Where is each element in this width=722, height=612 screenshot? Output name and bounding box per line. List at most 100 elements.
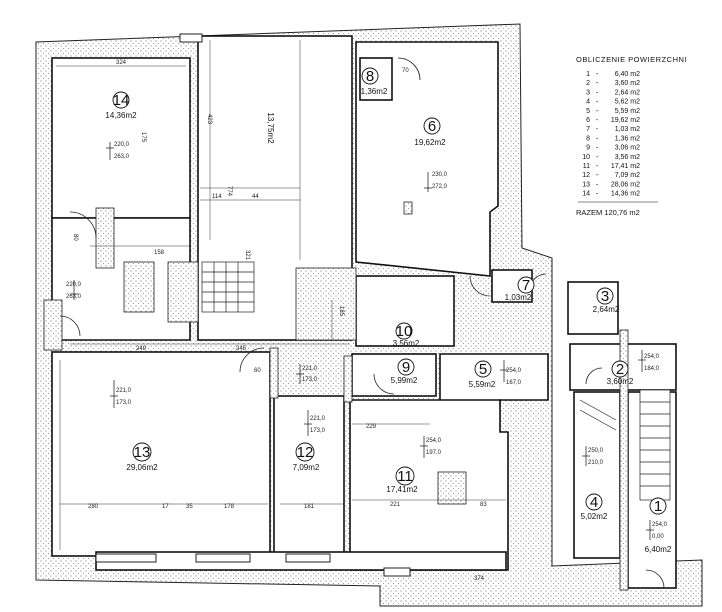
legend-room-area: 6,40 m2 bbox=[615, 71, 640, 78]
dimension-value: 35 bbox=[186, 504, 193, 510]
room-14-interior bbox=[51, 57, 191, 219]
legend-room-number: 14 bbox=[582, 191, 590, 198]
room-5-number: 5 bbox=[479, 361, 487, 378]
height-value: 254,0 bbox=[426, 438, 442, 444]
dimension-value: 185 bbox=[338, 306, 344, 317]
dimension-value: 423 bbox=[206, 114, 212, 125]
legend-row: 11-17,41 m2 bbox=[583, 163, 640, 170]
legend-room-area: 7,09 m2 bbox=[615, 172, 640, 179]
room-3-number: 3 bbox=[601, 288, 609, 305]
pillar bbox=[95, 207, 115, 269]
legend-room-area: 3,56 m2 bbox=[615, 154, 640, 161]
dimension-value: 374 bbox=[474, 576, 485, 582]
height-value: 272,0 bbox=[432, 184, 448, 190]
legend-room-number: 3 bbox=[586, 89, 590, 96]
legend-room-area: 17,41 m2 bbox=[611, 163, 640, 170]
legend-room-area: 2,64 m2 bbox=[615, 89, 640, 96]
room-12-area: 7,09m2 bbox=[293, 463, 320, 472]
dimension-lines bbox=[56, 40, 506, 550]
legend-row: 1-6,40 m2 bbox=[586, 71, 640, 78]
room-9-label: 9 5,99m2 bbox=[391, 358, 418, 385]
height-value: 167,0 bbox=[506, 380, 522, 386]
legend-total: RAZEM 120,76 m2 bbox=[576, 208, 640, 217]
room-13-interior bbox=[51, 351, 271, 557]
height-value: 221,0 bbox=[116, 388, 132, 394]
pillar bbox=[295, 267, 357, 341]
height-value: 254,0 bbox=[644, 354, 660, 360]
pillar bbox=[403, 201, 413, 215]
dimension-values: 324 175 423 114 774 44 158 321 249 245 1… bbox=[72, 60, 487, 582]
legend-room-area: 3,06 m2 bbox=[615, 145, 640, 152]
room-7-area: 1,03m2 bbox=[505, 293, 532, 302]
room-stair-label: 13,75m2 bbox=[266, 112, 275, 144]
room-10-interior bbox=[355, 275, 455, 347]
pillar bbox=[43, 299, 63, 351]
height-value: 173,0 bbox=[116, 400, 132, 406]
legend-separator: - bbox=[596, 126, 599, 133]
room-8-area: 1,36m2 bbox=[361, 87, 388, 96]
room-8-number: 8 bbox=[366, 68, 374, 85]
pillar bbox=[343, 355, 353, 403]
windows bbox=[95, 33, 411, 577]
dimension-value: 280 bbox=[88, 504, 99, 510]
room-1-label: 1 6,40m2 bbox=[645, 497, 672, 554]
legend-rows: 1-6,40 m22-3,60 m23-2,64 m24-5,62 m25-5,… bbox=[582, 71, 640, 198]
legend-separator: - bbox=[596, 99, 599, 106]
height-value: 197,0 bbox=[426, 450, 442, 456]
legend-separator: - bbox=[596, 80, 599, 87]
room-11-label: 11 17,41m2 bbox=[386, 466, 418, 494]
legend-row: 14-14,36 m2 bbox=[582, 191, 640, 198]
height-value: 254,0 bbox=[652, 522, 668, 528]
legend-room-area: 1,03 m2 bbox=[615, 126, 640, 133]
room-8-label: 8 1,36m2 bbox=[361, 67, 388, 96]
dimension-value: 178 bbox=[224, 504, 235, 510]
legend-separator: - bbox=[596, 71, 599, 78]
dimension-value: 114 bbox=[212, 194, 222, 200]
legend-room-area: 28,06 m2 bbox=[611, 181, 640, 188]
height-value: 173,0 bbox=[302, 377, 318, 383]
legend-room-number: 10 bbox=[582, 154, 590, 161]
legend-row: 9- 3,06 m2 bbox=[586, 145, 640, 152]
legend-room-number: 2 bbox=[586, 80, 590, 87]
structural-blocks bbox=[43, 201, 629, 591]
legend-row: 7-1,03 m2 bbox=[586, 126, 640, 133]
dimension-value: 83 bbox=[480, 502, 487, 508]
legend-room-area: 5,59 m2 bbox=[615, 108, 640, 115]
legend-separator: - bbox=[596, 145, 599, 152]
room-4-label: 4 5,02m2 bbox=[581, 493, 608, 521]
legend-room-number: 9 bbox=[586, 145, 590, 152]
pillar bbox=[437, 471, 467, 505]
room-12-number: 12 bbox=[297, 444, 314, 461]
pillar bbox=[123, 261, 155, 313]
room-14-number: 14 bbox=[113, 92, 130, 109]
legend-separator: - bbox=[596, 89, 599, 96]
room-5-area: 5,59m2 bbox=[469, 380, 496, 389]
hall-left-interior bbox=[51, 217, 191, 341]
legend-title: OBLICZENIE POWIERZCHNI bbox=[576, 55, 687, 64]
dimension-value: 321 bbox=[244, 250, 250, 261]
dimension-value: 17 bbox=[162, 504, 169, 510]
room-7-number: 7 bbox=[522, 277, 530, 294]
dimension-value: 229 bbox=[366, 424, 377, 430]
room-12-label: 12 7,09m2 bbox=[293, 442, 320, 472]
room-10-area: 3,56m2 bbox=[393, 339, 420, 348]
height-value: 250,0 bbox=[588, 448, 604, 454]
legend-row: 3- 2,64 m2 bbox=[586, 89, 640, 96]
height-value: 230,0 bbox=[432, 172, 448, 178]
legend-room-area: 14,36 m2 bbox=[611, 191, 640, 198]
room-7-label: 7 1,03m2 bbox=[505, 276, 535, 302]
room-6-label: 6 19,62m2 bbox=[414, 117, 446, 147]
height-value: 221,0 bbox=[310, 416, 326, 422]
room-2-number: 2 bbox=[616, 361, 624, 378]
height-value: 220,0 bbox=[114, 142, 130, 148]
legend-row: 4-5,62 m2 bbox=[586, 99, 640, 106]
room-3-area: 2,64m2 bbox=[593, 305, 620, 314]
dimension-value: 158 bbox=[154, 250, 165, 256]
room-13-area: 29,06m2 bbox=[126, 463, 158, 472]
room-11-area: 17,41m2 bbox=[386, 485, 418, 494]
dimension-value: 181 bbox=[304, 504, 315, 510]
dimension-value: 175 bbox=[140, 132, 146, 143]
room-10-label: 10 3,56m2 bbox=[393, 322, 420, 348]
room-13-label: 13 29,06m2 bbox=[126, 442, 158, 472]
